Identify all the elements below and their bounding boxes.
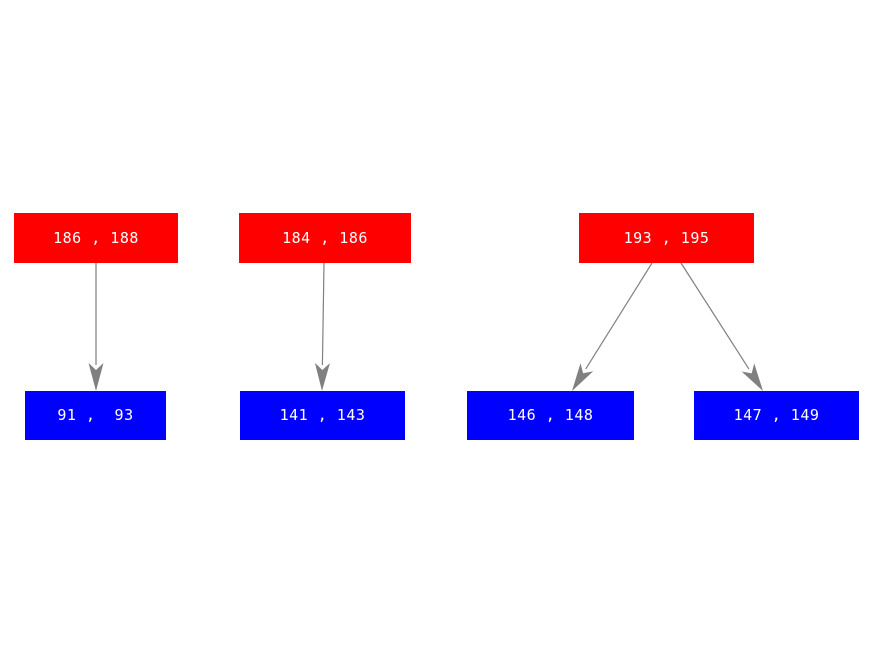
- edge-p3-to-c3: [572, 262, 653, 391]
- arrowhead-icon: [741, 363, 763, 391]
- arrowhead-icon: [572, 363, 594, 391]
- graph-node-p2[interactable]: 184 , 186: [239, 213, 411, 263]
- graph-node-p3[interactable]: 193 , 195: [579, 213, 754, 263]
- node-label: 186 , 188: [53, 228, 139, 247]
- node-label: 193 , 195: [623, 228, 710, 247]
- graph-node-p1[interactable]: 186 , 188: [14, 213, 178, 263]
- node-label: 146 , 148: [507, 406, 594, 424]
- edge-p2-to-c2: [314, 262, 330, 391]
- arrowhead-icon: [88, 363, 104, 391]
- edge-p3-to-c4: [680, 262, 763, 391]
- edge-line: [585, 262, 653, 370]
- edge-line: [680, 262, 750, 370]
- node-label: 141 , 143: [279, 406, 366, 424]
- node-label: 91 , 93: [57, 406, 134, 424]
- graph-node-c1[interactable]: 91 , 93: [25, 391, 166, 440]
- graph-node-c3[interactable]: 146 , 148: [467, 391, 634, 440]
- graph-node-c2[interactable]: 141 , 143: [240, 391, 405, 440]
- edge-line: [321, 262, 325, 366]
- node-label: 147 , 149: [733, 406, 820, 424]
- arrowhead-icon: [314, 362, 330, 391]
- edge-p1-to-c1: [88, 263, 104, 391]
- node-label: 184 , 186: [282, 228, 368, 247]
- graph-node-c4[interactable]: 147 , 149: [694, 391, 859, 440]
